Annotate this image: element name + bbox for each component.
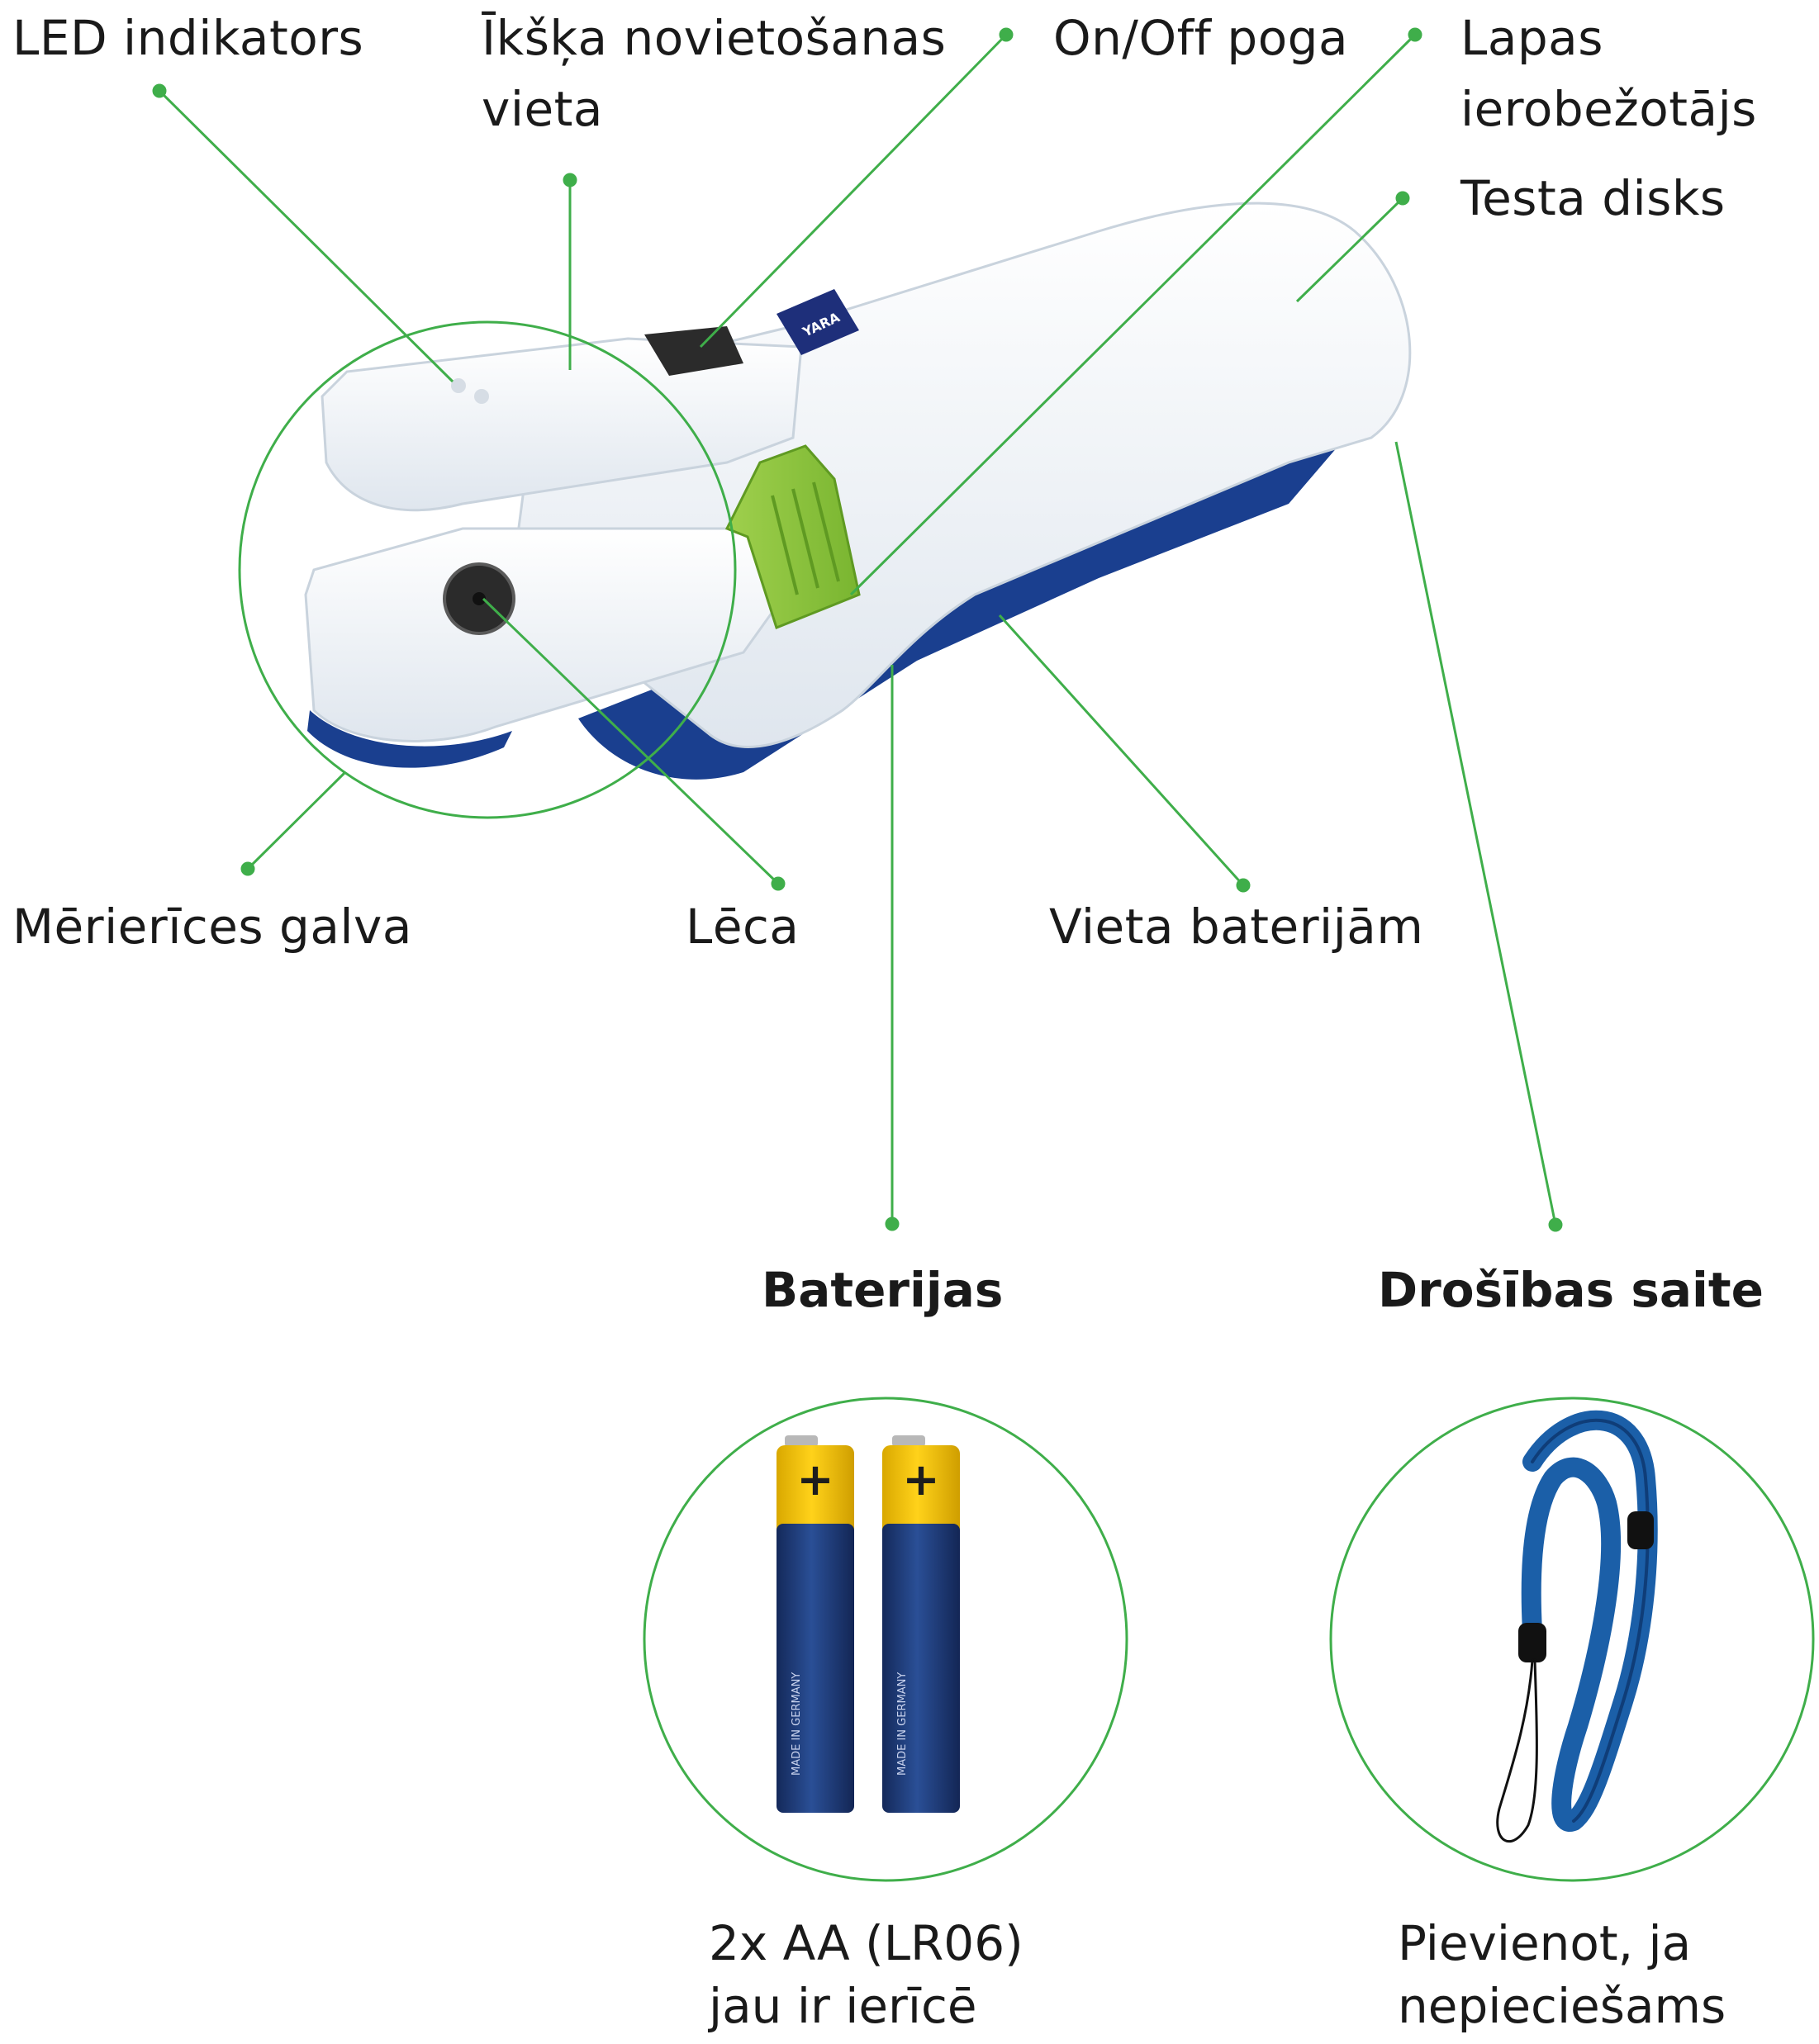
meter-device-illustration [304, 202, 1412, 780]
led-dot [474, 389, 489, 404]
clip-rib [812, 481, 840, 582]
label-led-indicator: LED indikators [12, 10, 364, 66]
clip-rib [791, 488, 819, 589]
on-off-button [644, 326, 743, 376]
strap-caption-line1: Pievienot, ja [1398, 1915, 1692, 1971]
safety-strap-illustration [1496, 1410, 1658, 1843]
batteries-title: Baterijas [762, 1262, 1004, 1318]
battery-pair-illustration: + MADE IN GERMANY + MADE IN GERMANY [777, 1435, 960, 1813]
leader-lines [152, 27, 1563, 1232]
strap-circle [1329, 1397, 1815, 1882]
yara-logo [777, 289, 859, 355]
measuring-head-blue-edge [307, 710, 512, 768]
clip-rib [771, 495, 799, 595]
label-battery-slot: Vieta baterijām [1049, 899, 1424, 955]
batteries-caption-line1: 2x AA (LR06) [709, 1915, 1023, 1971]
label-measuring-head: Mērierīces galva [12, 899, 412, 955]
battery-plus-mark: + [796, 1454, 834, 1506]
battery: + MADE IN GERMANY [882, 1435, 960, 1813]
label-lens: Lēca [686, 899, 800, 955]
battery: + MADE IN GERMANY [777, 1435, 854, 1813]
measuring-head-upper-jaw [321, 337, 803, 512]
battery-plus-mark: + [902, 1454, 939, 1506]
leaf-limiter-clip [724, 444, 861, 629]
label-thumb-placement-line2: vieta [482, 81, 603, 137]
label-leaf-limiter-line2: ierobežotājs [1460, 81, 1757, 137]
batteries-caption-line2: jau ir ierīcē [709, 1978, 977, 2034]
strap-slider [1518, 1623, 1546, 1662]
strap-title: Drošības saite [1378, 1262, 1764, 1318]
battery-print: MADE IN GERMANY [896, 1672, 909, 1776]
label-test-disk: Testa disks [1460, 170, 1726, 226]
led-dot [451, 378, 466, 393]
measuring-head-circle [238, 320, 737, 819]
lens-center [473, 592, 486, 605]
batteries-circle [643, 1397, 1128, 1882]
label-on-off-button: On/Off poga [1053, 10, 1349, 66]
strap-slider [1627, 1511, 1654, 1549]
label-leaf-limiter-line1: Lapas [1460, 10, 1603, 66]
strap-caption-line2: nepieciešams [1398, 1978, 1726, 2034]
battery-print: MADE IN GERMANY [791, 1672, 803, 1776]
label-thumb-placement-line1: Īkšķa novietošanas [482, 10, 947, 66]
